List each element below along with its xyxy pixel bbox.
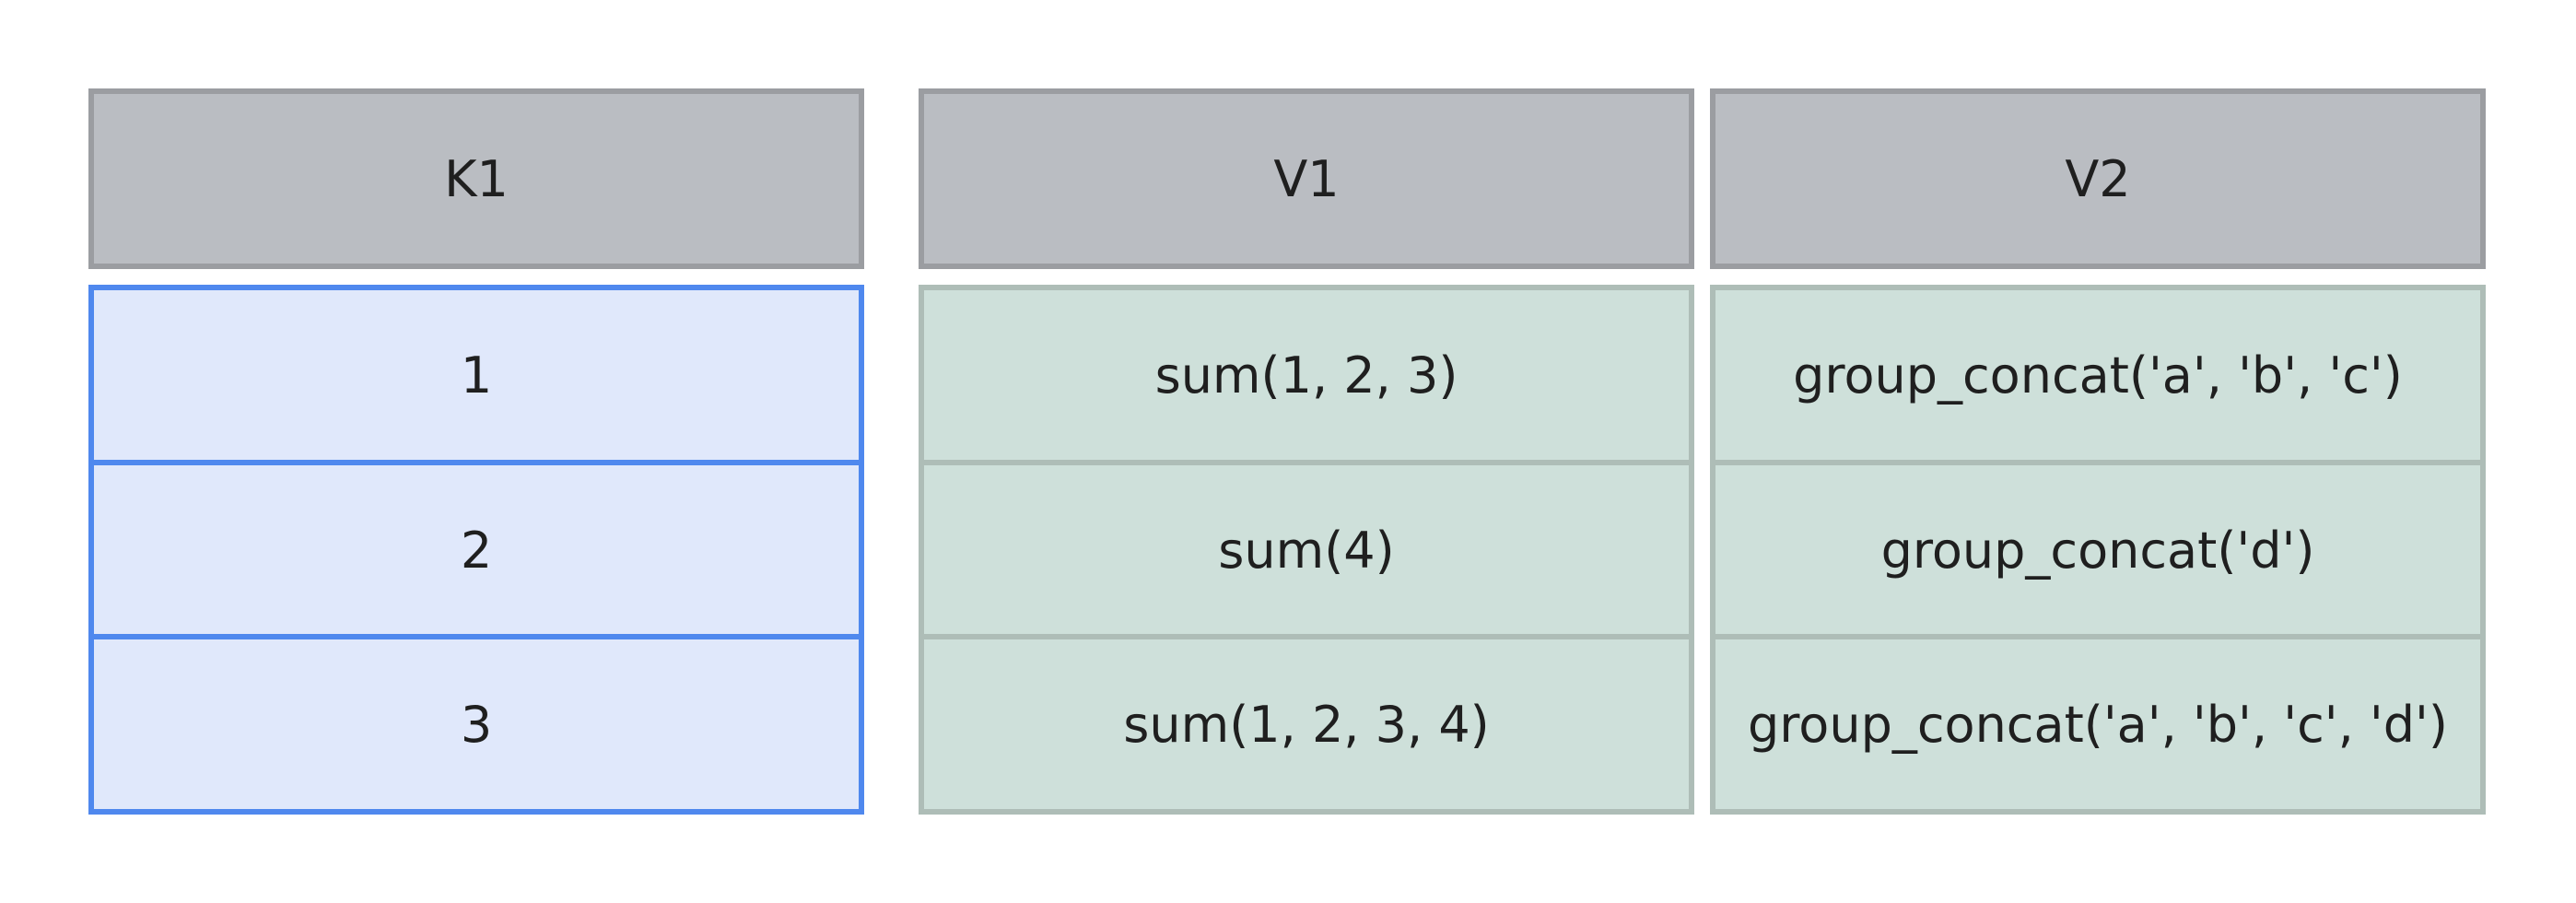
- value-cell-v2-row-2: group_concat('d'): [1710, 460, 2486, 640]
- header-v2: V2: [1710, 88, 2486, 269]
- value-cell-v1-row-2: sum(4): [919, 460, 1694, 640]
- key-cell-row-2: 2: [88, 460, 864, 640]
- header-v1: V1: [919, 88, 1694, 269]
- value-cell-v1-row-1: sum(1, 2, 3): [919, 285, 1694, 465]
- key-cell-row-1: 1: [88, 285, 864, 465]
- value-cell-v1-row-3: sum(1, 2, 3, 4): [919, 634, 1694, 815]
- value-cell-v2-row-3: group_concat('a', 'b', 'c', 'd'): [1710, 634, 2486, 815]
- value-cell-v2-row-1: group_concat('a', 'b', 'c'): [1710, 285, 2486, 465]
- key-cell-row-3: 3: [88, 634, 864, 815]
- header-k1: K1: [88, 88, 864, 269]
